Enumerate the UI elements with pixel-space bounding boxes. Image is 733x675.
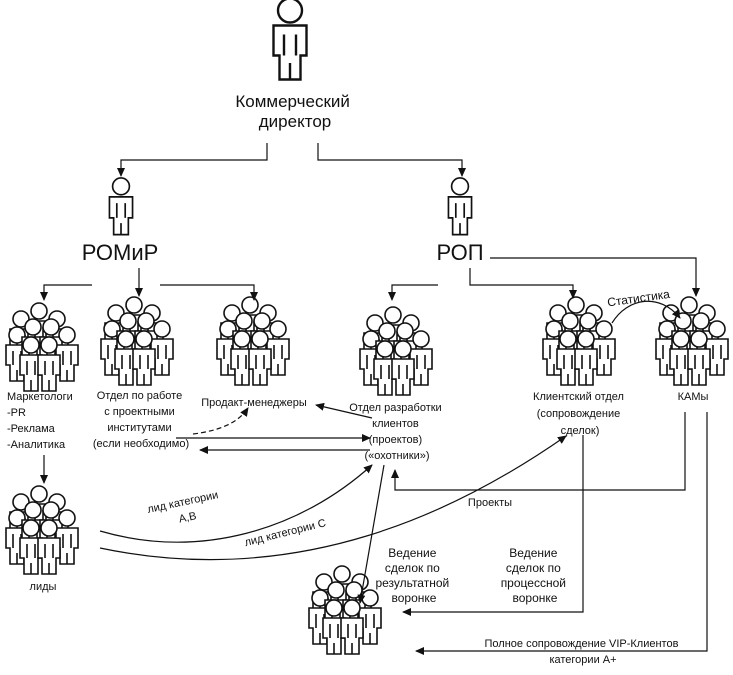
connectors xyxy=(40,143,708,655)
product-managers-group-icon xyxy=(217,297,289,385)
director-icon xyxy=(272,0,308,81)
marketers-group-icon xyxy=(6,303,78,391)
rop-label: РОП xyxy=(436,240,483,265)
dev-dept-label: Отдел разработки клиентов (проектов) («о… xyxy=(349,402,445,462)
kams-group-icon xyxy=(656,297,728,385)
product-managers-label: Продакт-менеджеры xyxy=(201,397,307,409)
leads-group-icon xyxy=(6,486,78,574)
marketers-label: Маркетологи -PR -Реклама -Аналитика xyxy=(7,391,76,451)
vip-label: Полное сопровождение VIP-Клиентов катего… xyxy=(485,638,682,666)
leads-ab-label: лид категории А,В xyxy=(146,488,226,531)
leads-c-label: лид категории С xyxy=(243,517,327,549)
result-funnel-label: Ведение сделок по результатной воронке xyxy=(375,546,452,605)
projects-label: Проекты xyxy=(468,497,512,509)
client-dept-group-icon xyxy=(543,297,615,385)
institutes-group-icon xyxy=(101,297,173,385)
leads-label: лиды xyxy=(30,581,57,593)
institutes-label: Отдел по работе с проектными институтами… xyxy=(93,390,189,450)
client-dept-label: Клиентский отдел (сопровождение сделок) xyxy=(533,391,627,437)
director-label: Коммерческий директор xyxy=(235,92,354,131)
statistics-label: Статистика xyxy=(606,287,671,310)
process-funnel-label: Ведение сделок по процессной воронке xyxy=(501,546,570,605)
romir-icon xyxy=(108,177,134,236)
deals-group-icon xyxy=(309,566,381,654)
dev-dept-group-icon xyxy=(360,307,432,395)
romir-label: РОМиР xyxy=(82,240,159,265)
rop-icon xyxy=(447,177,473,236)
kams-label: КАМы xyxy=(678,391,709,403)
